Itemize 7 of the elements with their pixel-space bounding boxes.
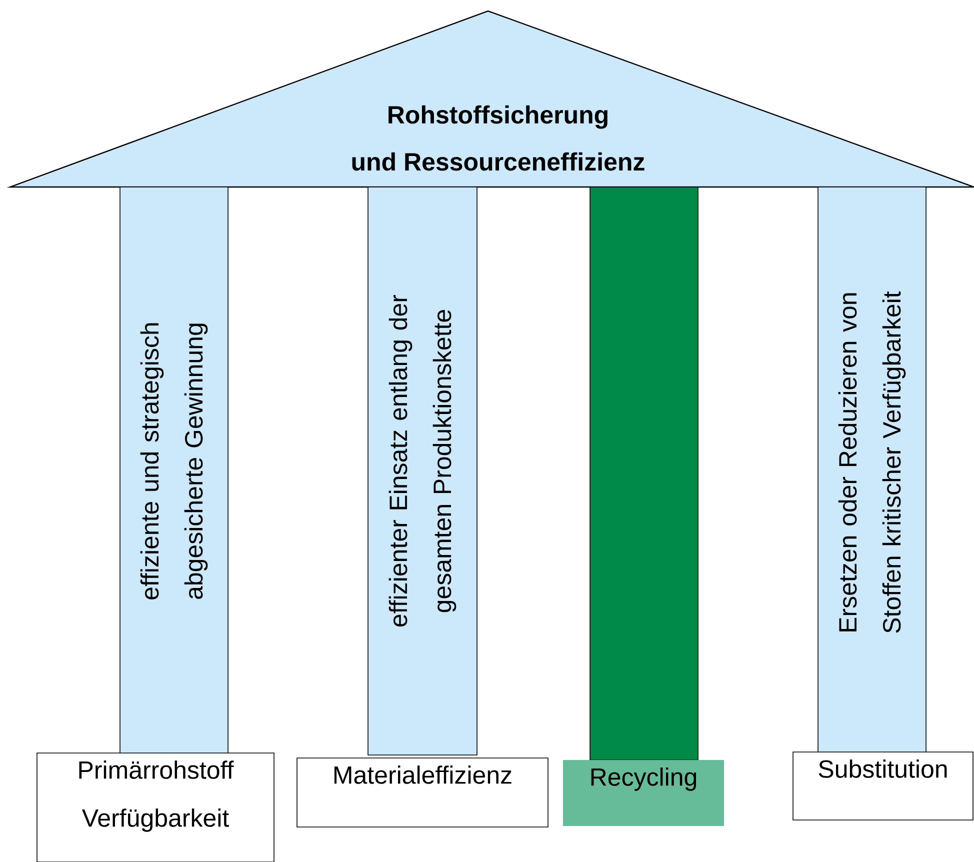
- base-box: Materialeffizienz: [296, 758, 548, 828]
- pillar-box: [590, 186, 698, 760]
- pillar-box: Ersetzen oder Reduzieren von Stoffen kritischer Verfügbarkeit: [818, 186, 926, 758]
- pillar-box: effiziente und strategisch abgesicherte Gewinnung: [120, 186, 228, 756]
- base-box: Recycling: [563, 760, 724, 826]
- base-box: Primärrohstoff Verfügbarkeit: [36, 752, 274, 862]
- base-box: Substitution: [792, 752, 974, 820]
